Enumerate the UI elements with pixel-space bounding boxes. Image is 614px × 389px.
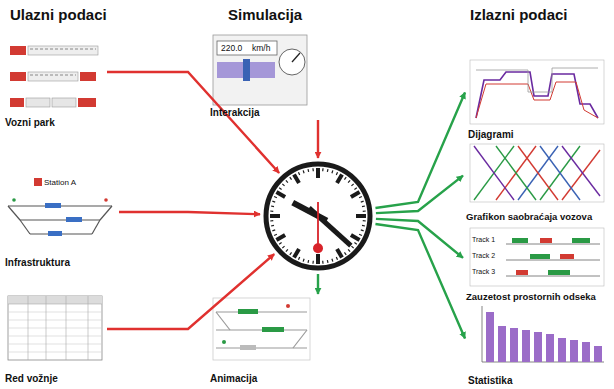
inline-label: Track 2 bbox=[472, 252, 495, 259]
diagram-output-box: Dijagrami bbox=[468, 58, 606, 140]
caption: Grafikon saobraćaja vozova bbox=[466, 211, 592, 222]
caption: Infrastruktura bbox=[5, 257, 70, 268]
bar-chart bbox=[482, 306, 604, 362]
flow-arrow bbox=[376, 176, 463, 214]
caption: Animacija bbox=[210, 373, 257, 384]
occupation-box: Zauzetost prostornih odseka bbox=[466, 226, 608, 302]
inline-label: Track 1 bbox=[472, 236, 495, 243]
flow-arrow bbox=[375, 92, 465, 208]
rolling-stock-box: Vozni park bbox=[5, 32, 105, 128]
train-icons bbox=[10, 46, 98, 107]
column-heading: Ulazni podaci bbox=[10, 6, 107, 23]
flow-arrow bbox=[107, 72, 279, 173]
infrastructure-box: Infrastruktura bbox=[5, 172, 117, 268]
inline-label: km/h bbox=[252, 43, 270, 53]
train-graph bbox=[470, 144, 604, 202]
clock-node bbox=[262, 160, 374, 272]
flow-arrow bbox=[376, 219, 463, 258]
timetable-box: Red vožnje bbox=[5, 290, 105, 384]
caption: Interakcija bbox=[210, 107, 259, 118]
inline-label: Track 3 bbox=[472, 268, 495, 275]
speed-chart bbox=[470, 60, 604, 124]
train-graph-box: Grafikon saobraćaja vozova bbox=[466, 142, 608, 222]
flow-arrow bbox=[119, 212, 260, 214]
flow-arrow bbox=[107, 254, 274, 329]
timetable-grid bbox=[8, 296, 102, 360]
inline-label: 220.0 bbox=[221, 43, 242, 53]
flow-arrow bbox=[317, 120, 319, 158]
column-heading: Simulacija bbox=[228, 6, 302, 23]
flow-arrow bbox=[317, 274, 319, 294]
animation-view bbox=[213, 298, 310, 360]
clock-face bbox=[262, 160, 374, 272]
inline-label: Station A bbox=[44, 178, 76, 187]
block-occupation bbox=[470, 228, 604, 286]
column-heading: Izlazni podaci bbox=[470, 6, 568, 23]
interaction-box: Interakcija bbox=[210, 32, 310, 118]
caption: Dijagrami bbox=[468, 129, 514, 140]
control-panel bbox=[213, 35, 307, 105]
caption: Red vožnje bbox=[5, 373, 58, 384]
caption: Statistika bbox=[468, 375, 512, 386]
statistics-box: Statistika bbox=[468, 304, 606, 386]
caption: Vozni park bbox=[5, 117, 55, 128]
track-layout bbox=[8, 178, 112, 236]
flow-arrow bbox=[375, 224, 465, 338]
animation-box: Animacija bbox=[210, 296, 312, 384]
caption: Zauzetost prostornih odseka bbox=[466, 291, 596, 302]
